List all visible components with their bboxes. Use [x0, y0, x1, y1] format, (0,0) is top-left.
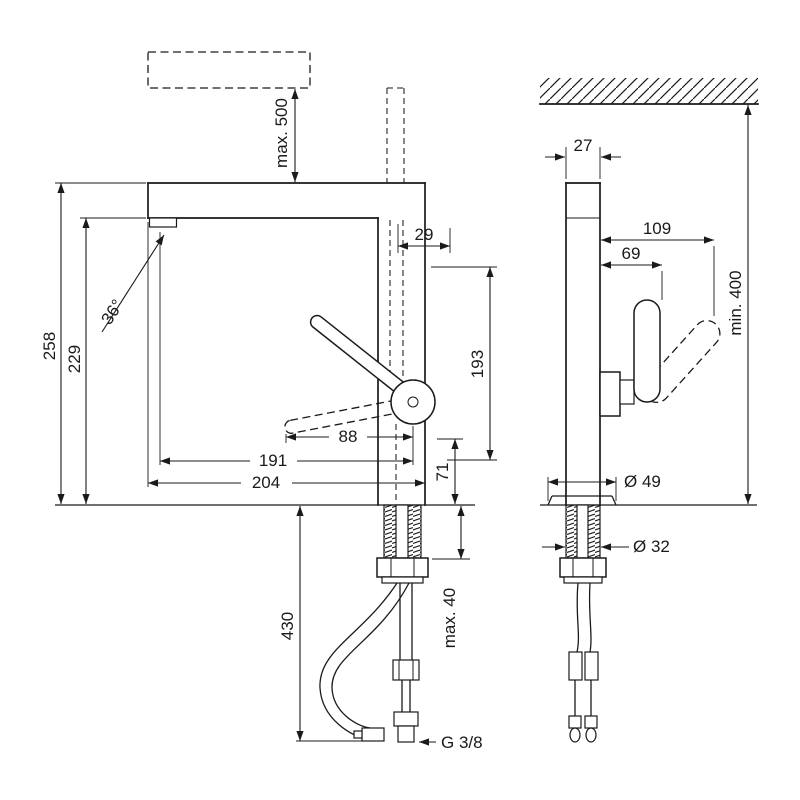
- handle-front: [284, 314, 436, 434]
- dim-29: 29: [397, 224, 451, 253]
- dim-label-71: 71: [433, 463, 452, 482]
- dim-label-36: 36°: [97, 296, 127, 328]
- dim-71: 71: [433, 438, 463, 504]
- dim-label-29: 29: [415, 225, 434, 244]
- wall-section: [539, 78, 759, 105]
- dim-max-40: max. 40: [432, 506, 470, 648]
- dim-label-max-40: max. 40: [440, 588, 459, 648]
- dim-diameter-32: Ø 32: [542, 537, 670, 556]
- dim-27: 27: [545, 136, 621, 179]
- dim-diameter-49: Ø 49: [547, 472, 661, 501]
- dim-g38: G 3/8: [419, 733, 483, 752]
- pullout-hose-loop: [319, 582, 398, 741]
- dim-430: 430: [278, 506, 365, 742]
- dim-88: 88: [285, 426, 414, 465]
- front-view: max. 500 258 229 36° 29: [40, 51, 497, 752]
- base-flange: [547, 495, 617, 506]
- dim-label-dia-32: Ø 32: [633, 537, 670, 556]
- dimensions-front: max. 500 258 229 36° 29: [40, 89, 497, 752]
- dim-191: 191: [159, 232, 413, 470]
- handle-cartridge: [599, 371, 621, 417]
- hose-connector-front: [392, 659, 420, 681]
- supply-hoses-side: [576, 582, 580, 653]
- dim-label-109: 109: [643, 219, 671, 238]
- dim-label-430: 430: [278, 612, 297, 640]
- dim-label-g38: G 3/8: [441, 733, 483, 752]
- handle-neck: [619, 379, 635, 405]
- dim-label-193: 193: [468, 350, 487, 378]
- supply-fitting-front: [393, 711, 419, 727]
- dimensions-side: min. 400 27 109 69: [542, 105, 752, 556]
- dim-229: 229: [65, 217, 146, 504]
- dim-label-27: 27: [574, 136, 593, 155]
- handle-side: [599, 299, 721, 417]
- shank-hose-channel: [395, 504, 409, 559]
- handle-lever-side-dashed: [643, 319, 721, 403]
- pullout-spray-dashed: [147, 51, 405, 503]
- aerator-outlet: [148, 217, 178, 228]
- faucet-body-outline: [55, 182, 475, 506]
- dim-label-dia-49: Ø 49: [624, 472, 661, 491]
- dim-max-500: max. 500: [272, 89, 299, 182]
- dim-label-229: 229: [65, 345, 84, 373]
- handle-pivot: [390, 379, 436, 425]
- mounting-nut-side: [559, 557, 607, 578]
- under-counter-front: [319, 504, 429, 743]
- handle-pivot-center: [407, 396, 419, 408]
- dim-69: 69: [601, 244, 663, 300]
- supply-thread-end: [397, 725, 415, 743]
- washer-front: [381, 576, 424, 584]
- washer-side: [563, 576, 603, 584]
- wall-hatch: [540, 78, 758, 104]
- dim-min-400: min. 400: [726, 105, 752, 504]
- spray-head-dashed-outline: [147, 51, 311, 89]
- hose-end-fitting: [361, 727, 385, 742]
- dim-109: 109: [601, 219, 715, 316]
- dim-label-204: 204: [252, 473, 280, 492]
- under-counter-side: [559, 504, 607, 743]
- dim-36-degrees: 36°: [97, 234, 165, 333]
- handle-grip-side: [633, 299, 661, 403]
- dim-label-69: 69: [622, 244, 641, 263]
- dim-193: 193: [431, 266, 497, 461]
- side-view: min. 400 27 109 69: [539, 78, 759, 743]
- dim-label-258: 258: [40, 332, 59, 360]
- dim-label-max-500: max. 500: [272, 98, 291, 168]
- dim-label-min-400: min. 400: [726, 270, 745, 335]
- dim-258: 258: [40, 182, 146, 504]
- mounting-nut-front: [376, 557, 429, 578]
- dim-label-191: 191: [259, 451, 287, 470]
- dim-label-88: 88: [339, 427, 358, 446]
- supply-hose-front: [399, 583, 413, 660]
- dim-204: 204: [147, 222, 425, 492]
- faucet-body-side: [540, 182, 757, 506]
